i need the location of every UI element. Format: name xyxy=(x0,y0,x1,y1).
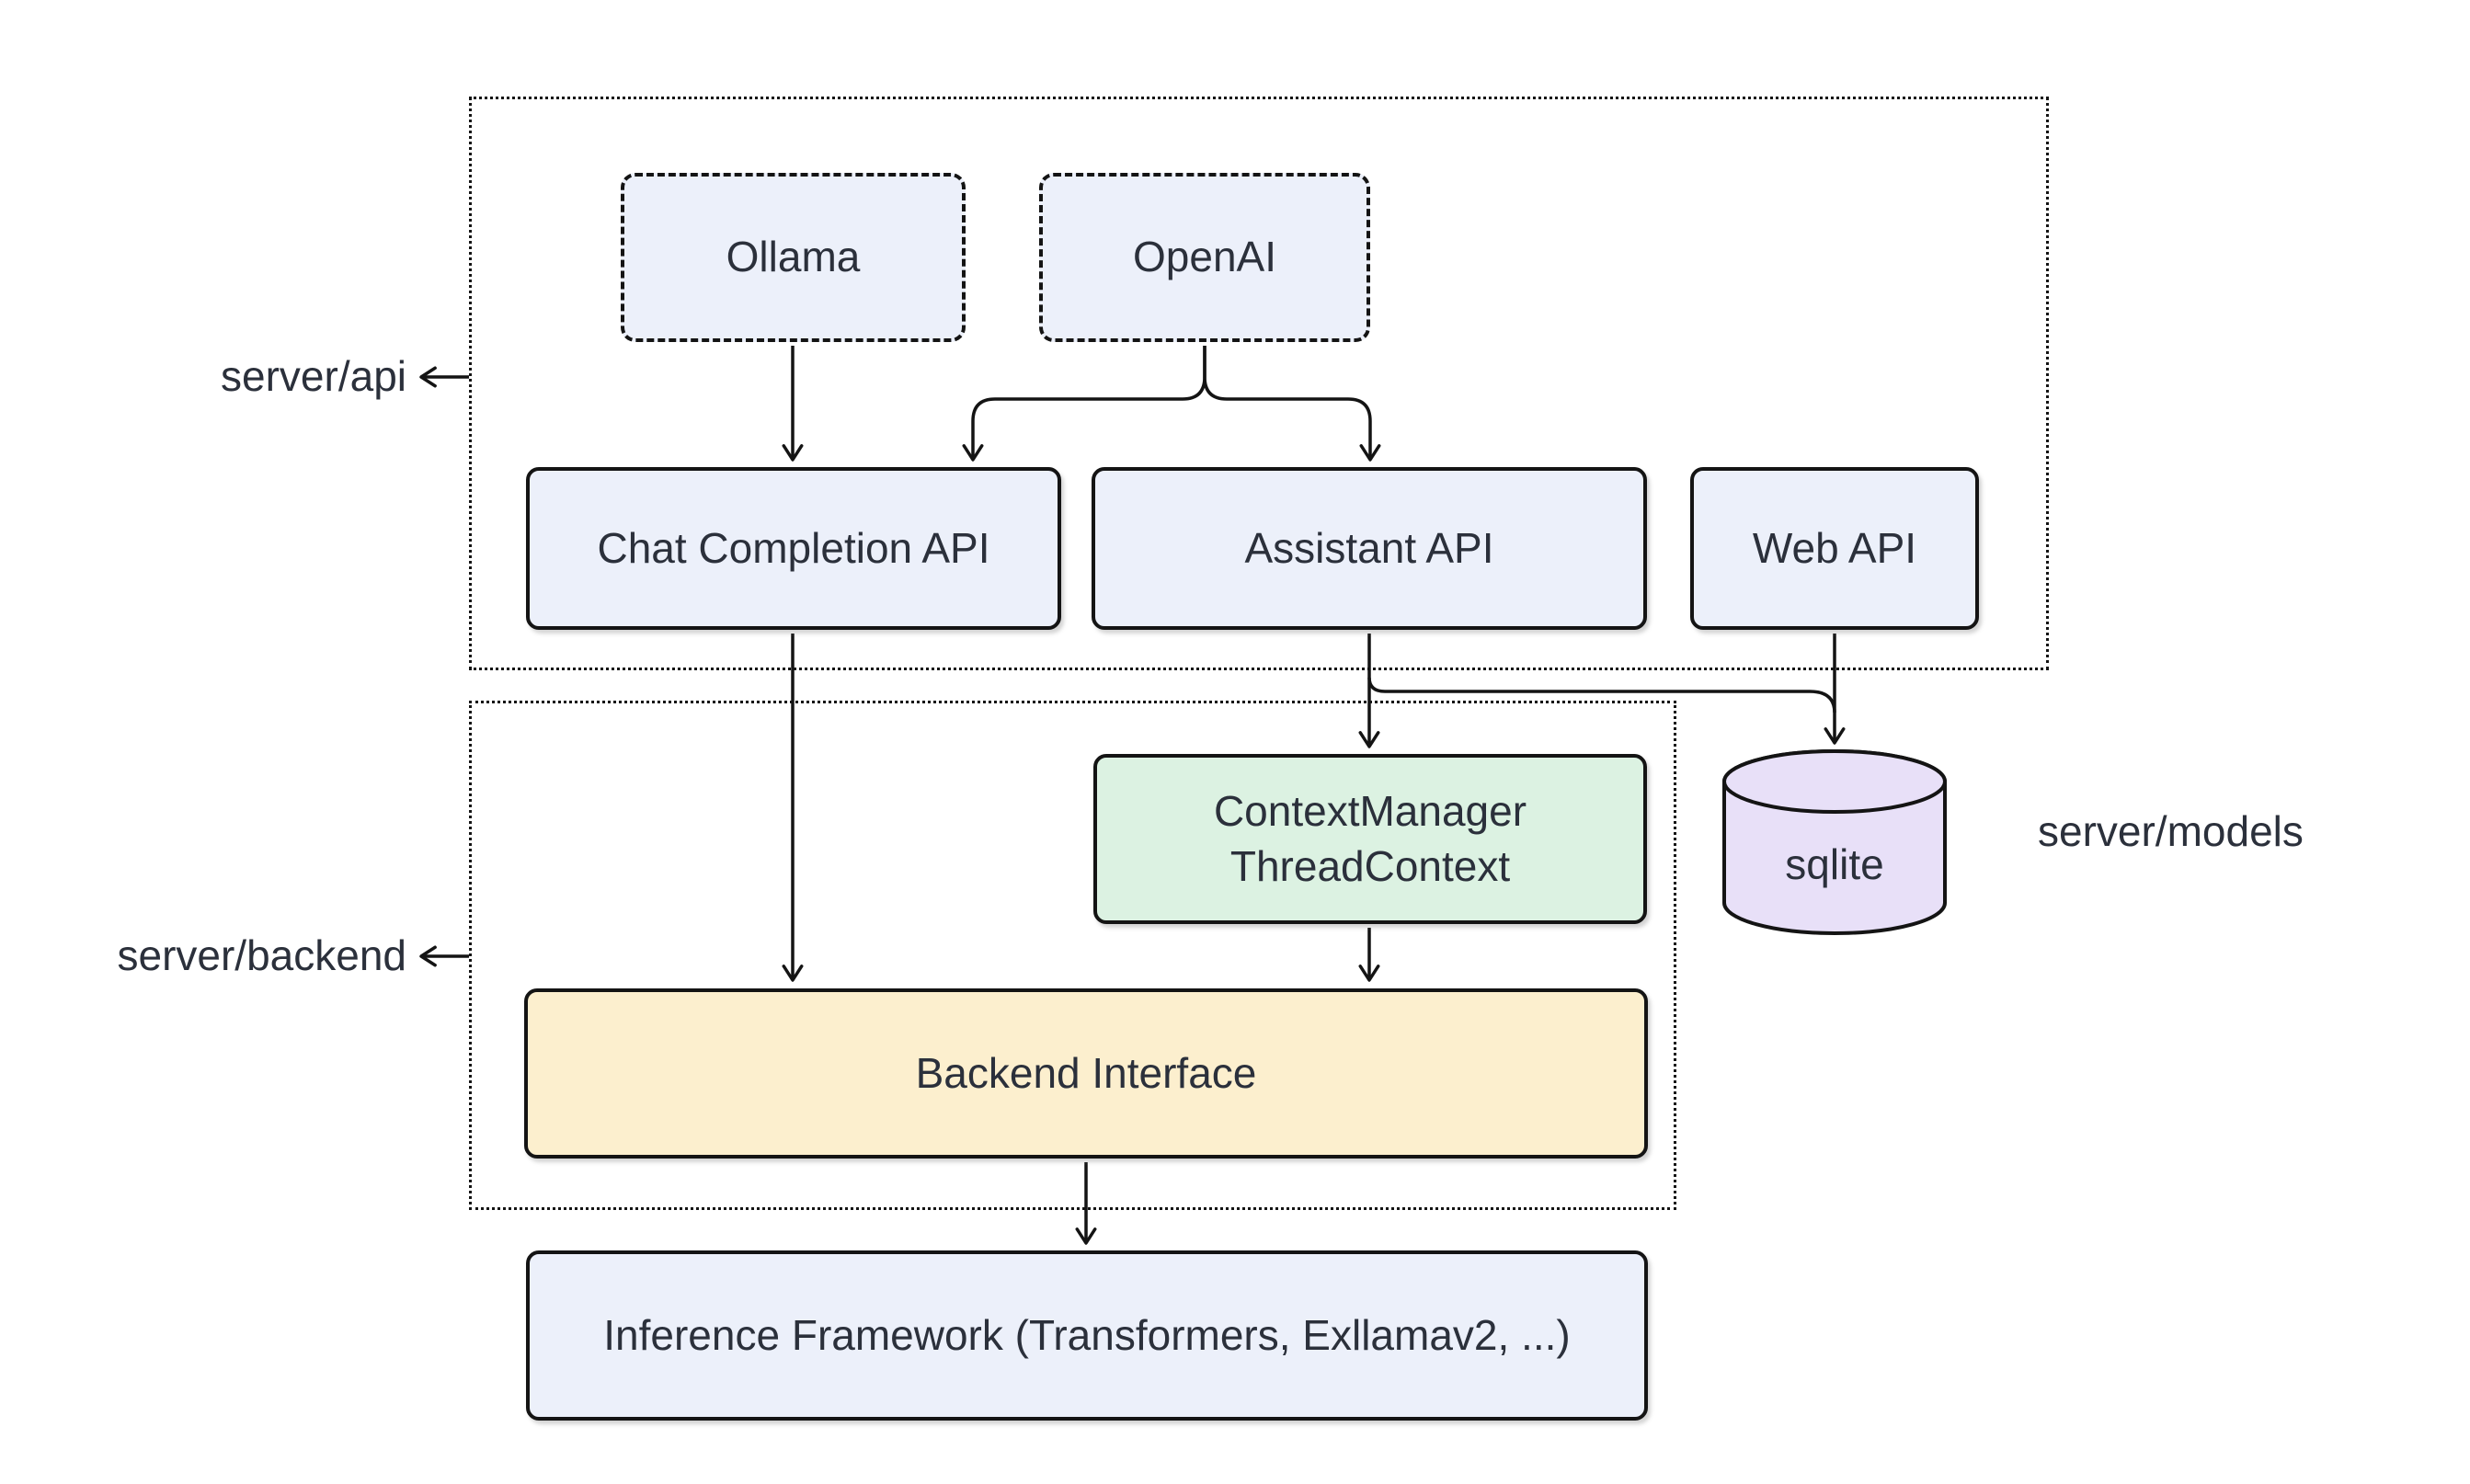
context-manager-label-line2: ThreadContext xyxy=(1229,841,1511,890)
assistant-api-node: Assistant API xyxy=(1092,467,1647,630)
assistant-api-label: Assistant API xyxy=(1244,523,1494,572)
server-models-label: server/models xyxy=(2038,807,2304,855)
server-api-group-box xyxy=(469,97,2049,670)
chat-completion-api-label: Chat Completion API xyxy=(597,523,990,572)
server-backend-label: server/backend xyxy=(117,931,407,979)
backend-interface-node: Backend Interface xyxy=(524,988,1648,1159)
server-backend-group-box xyxy=(469,701,1676,1210)
inference-framework-node: Inference Framework (Transformers, Exlla… xyxy=(526,1250,1648,1421)
openai-node-label: OpenAI xyxy=(1133,233,1276,281)
sqlite-cylinder-top xyxy=(1722,749,1947,814)
web-api-label: Web API xyxy=(1752,523,1917,572)
chat-completion-api-node: Chat Completion API xyxy=(526,467,1061,630)
sqlite-cylinder-body xyxy=(1722,749,1947,935)
sqlite-database-node: sqlite xyxy=(1722,749,1947,935)
backend-interface-label: Backend Interface xyxy=(915,1048,1257,1097)
context-manager-node: ContextManager ThreadContext xyxy=(1093,754,1647,924)
ollama-node: Ollama xyxy=(621,173,966,342)
web-api-node: Web API xyxy=(1690,467,1979,630)
ollama-node-label: Ollama xyxy=(726,233,861,281)
sqlite-node-label: sqlite xyxy=(1785,840,1883,888)
inference-framework-label: Inference Framework (Transformers, Exlla… xyxy=(603,1310,1571,1359)
server-api-label: server/api xyxy=(221,352,406,400)
context-manager-label-line1: ContextManager xyxy=(1213,786,1527,835)
openai-node: OpenAI xyxy=(1039,173,1370,342)
